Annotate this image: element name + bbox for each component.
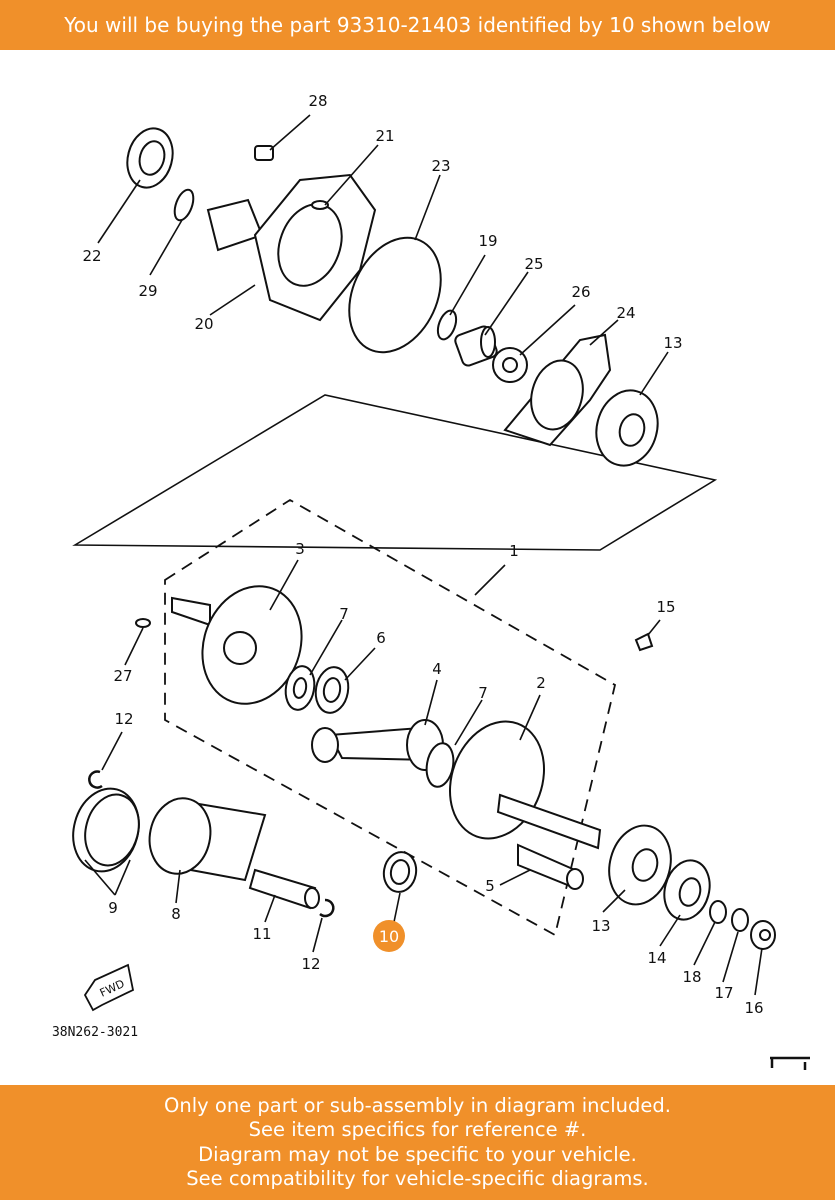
callout-18: 18 — [682, 968, 701, 986]
oil-seal-22 — [126, 127, 174, 189]
crank-wheel-3 — [171, 585, 303, 705]
callout-17: 17 — [714, 984, 733, 1002]
key-15 — [634, 632, 654, 652]
callout-2: 2 — [536, 674, 546, 692]
lock-washer-17 — [731, 908, 749, 932]
bearing-6 — [314, 666, 350, 714]
piston-rings-9 — [72, 787, 140, 873]
fwd-arrow-icon: FWD — [83, 963, 135, 1012]
callout-8: 8 — [171, 905, 181, 923]
callout-29: 29 — [138, 282, 157, 300]
callout-24: 24 — [616, 304, 635, 322]
callout-26: 26 — [571, 283, 590, 301]
callout-13-bottom: 13 — [591, 917, 610, 935]
highlight-callout-badge — [373, 920, 405, 952]
nut-16 — [750, 920, 776, 950]
callout-11: 11 — [252, 925, 271, 943]
footer-line-1: Only one part or sub-assembly in diagram… — [164, 1093, 671, 1117]
footer-line-3: Diagram may not be specific to your vehi… — [198, 1142, 637, 1166]
o-ring-29 — [173, 188, 195, 222]
callout-5: 5 — [485, 877, 495, 895]
corner-mark-icon — [770, 1056, 810, 1070]
callout-22: 22 — [82, 247, 101, 265]
washer-18 — [709, 900, 727, 924]
circlip-12-left — [88, 770, 103, 789]
footer-line-4: See compatibility for vehicle-specific d… — [186, 1167, 649, 1190]
footer-banner: Only one part or sub-assembly in diagram… — [0, 1085, 835, 1200]
parts-diagram: 28 21 23 22 29 19 25 26 24 20 13 1 3 15 … — [52, 92, 810, 1070]
callout-13-top: 13 — [663, 334, 682, 352]
collar-25 — [454, 325, 498, 367]
gear-26 — [492, 347, 528, 383]
callout-12-left: 12 — [114, 710, 133, 728]
callout-21: 21 — [375, 127, 394, 145]
washer-7-left — [284, 665, 316, 711]
o-ring-23 — [348, 236, 442, 354]
callout-23: 23 — [431, 157, 450, 175]
callout-4: 4 — [432, 660, 442, 678]
callout-14: 14 — [647, 949, 666, 967]
needle-bearing-10 — [382, 851, 418, 893]
bearing-13-top — [595, 389, 659, 467]
crankpin-5 — [517, 843, 584, 890]
callout-9: 9 — [108, 899, 118, 917]
leader-lines — [84, 114, 763, 996]
header-text: You will be buying the part 93310-21403 … — [64, 13, 771, 37]
callout-16: 16 — [744, 999, 763, 1017]
piston-8 — [148, 797, 267, 882]
callout-19: 19 — [478, 232, 497, 250]
callout-20: 20 — [194, 315, 213, 333]
diagram-code: 38N262-3021 — [52, 1025, 138, 1040]
connecting-rod-4 — [311, 719, 444, 771]
key-27 — [135, 618, 151, 628]
header-banner: You will be buying the part 93310-21403 … — [0, 0, 835, 50]
crank-wheel-2 — [448, 720, 602, 850]
callout-6: 6 — [376, 629, 386, 647]
bearing-13-bottom — [608, 824, 672, 906]
callout-15: 15 — [656, 598, 675, 616]
dashed-assembly-frame — [164, 498, 617, 937]
bolt-28 — [254, 145, 274, 161]
callout-28: 28 — [308, 92, 327, 110]
seal-14 — [663, 859, 711, 921]
highlight-callout-label: 10 — [379, 927, 399, 946]
callout-3: 3 — [295, 540, 305, 558]
crankcase-cover-20 — [206, 173, 377, 322]
callout-7-left: 7 — [339, 605, 349, 623]
callout-1: 1 — [509, 542, 519, 560]
callout-12-right: 12 — [301, 955, 320, 973]
callout-27: 27 — [113, 667, 132, 685]
callout-25: 25 — [524, 255, 543, 273]
callout-7-right: 7 — [478, 684, 488, 702]
footer-line-2: See item specifics for reference #. — [248, 1118, 587, 1141]
solid-assembly-frame — [72, 394, 718, 551]
plate-24 — [503, 333, 612, 447]
piston-pin-11 — [248, 868, 320, 910]
circlip-12-right — [319, 898, 335, 918]
